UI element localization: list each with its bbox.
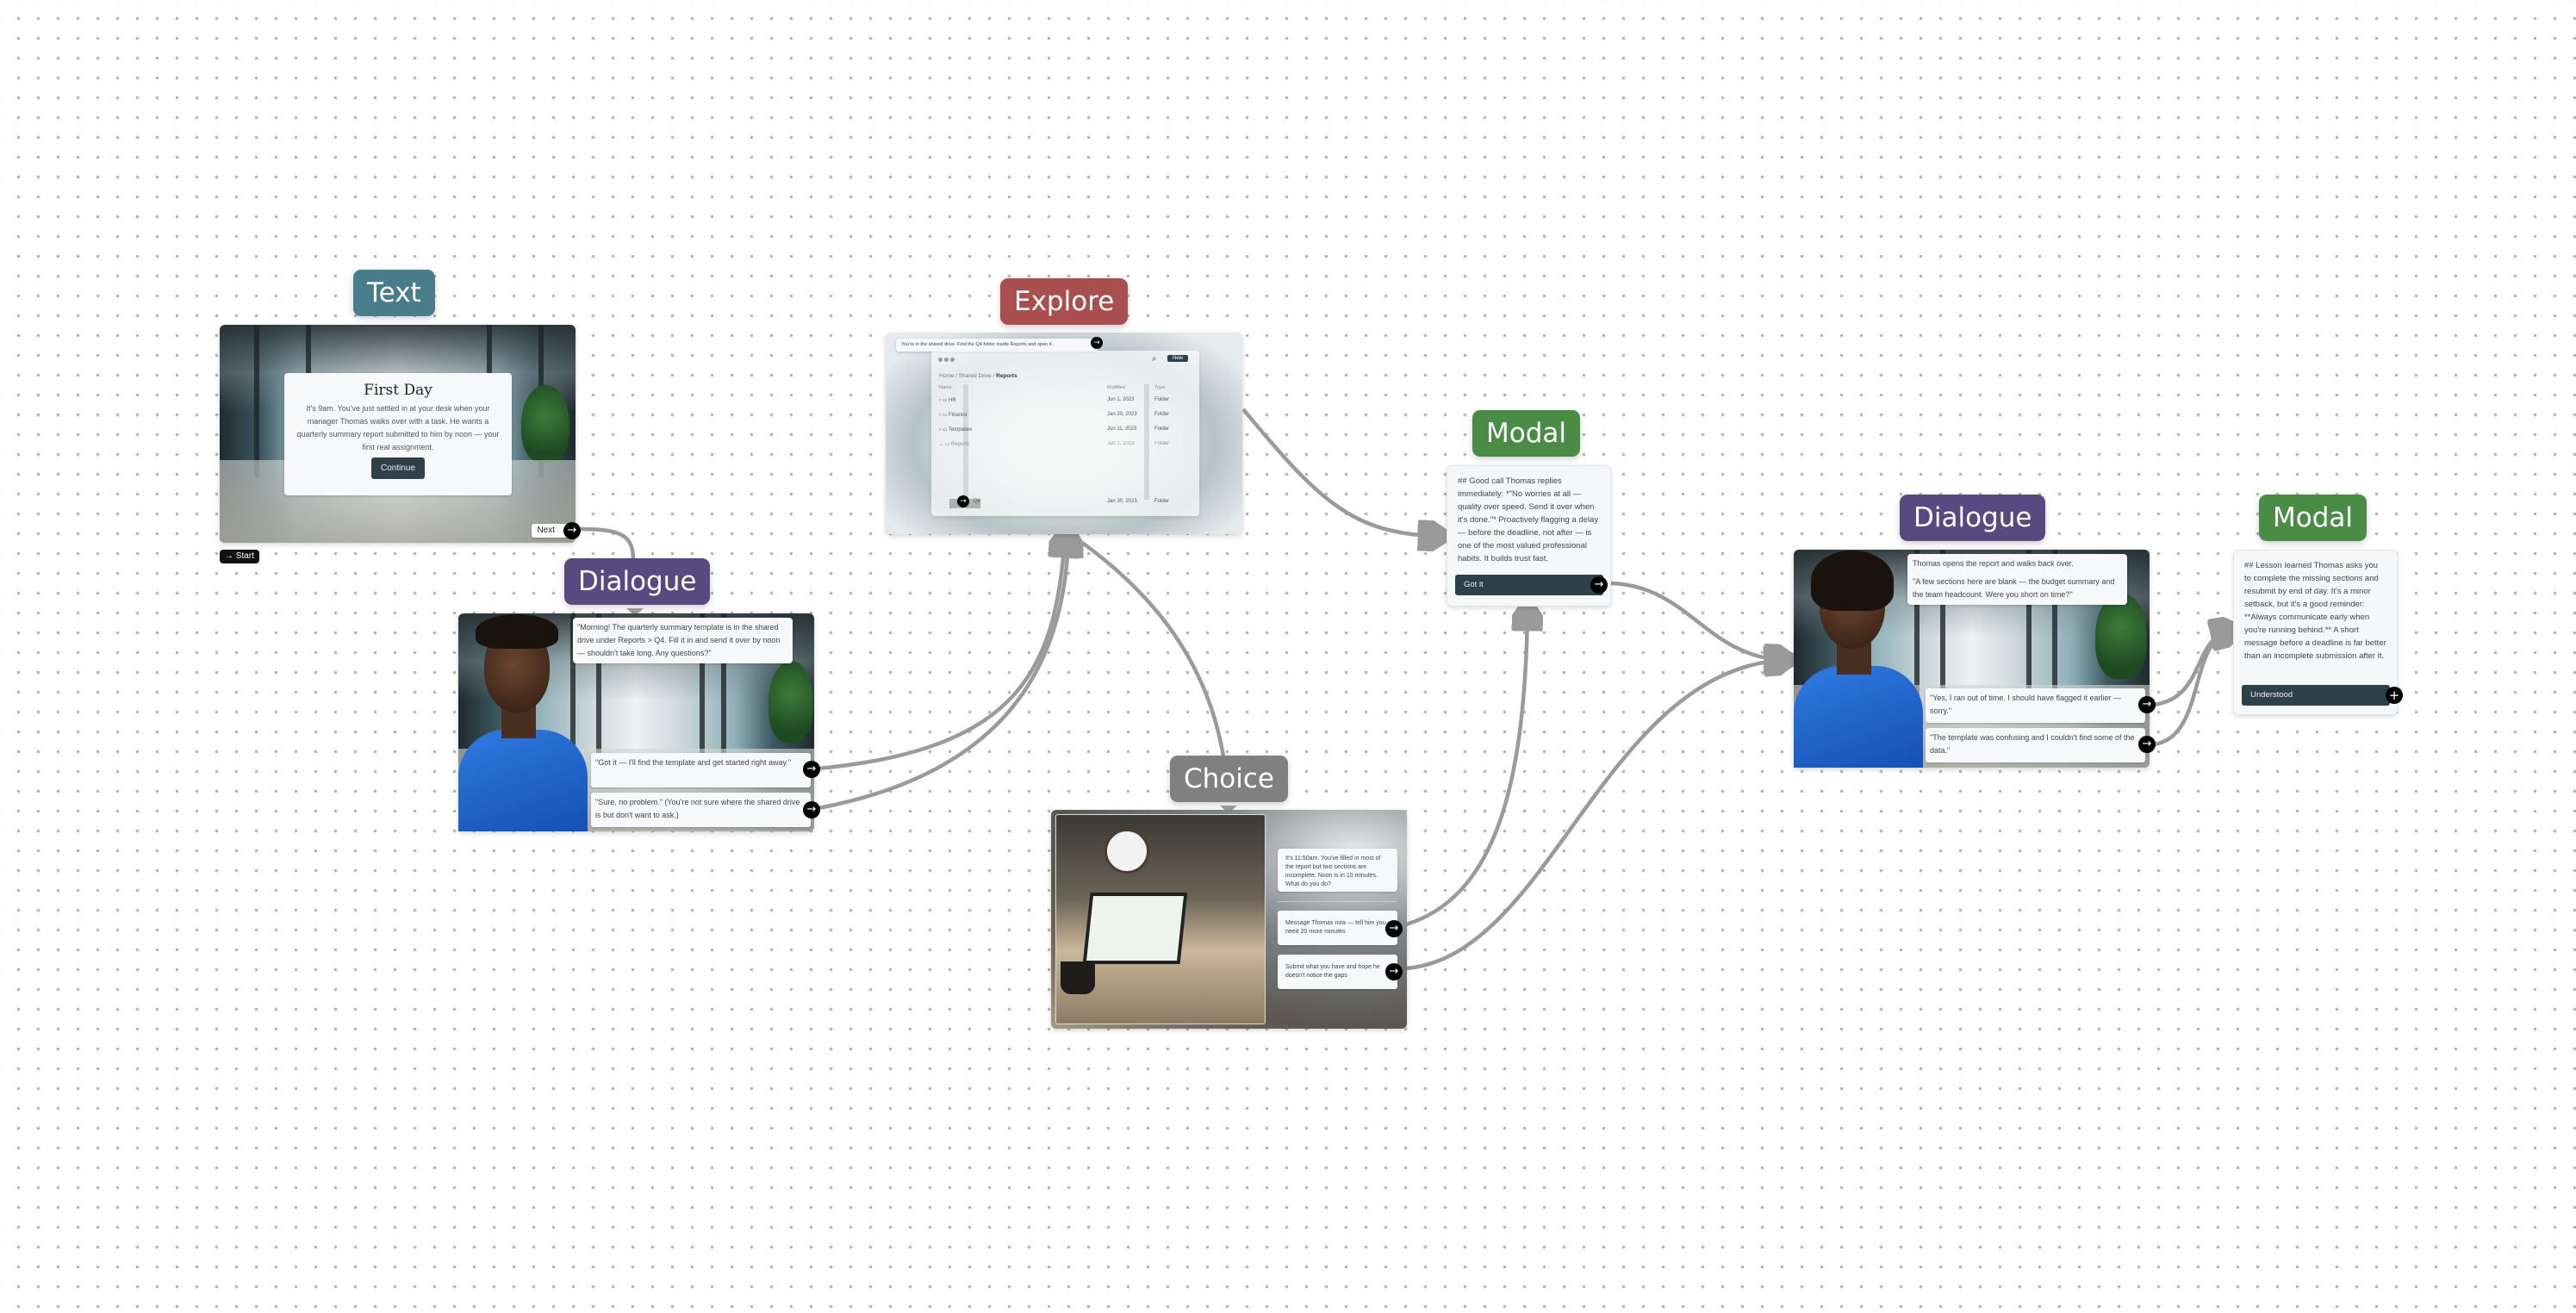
got-it-label: Got it [1464, 580, 1484, 589]
text-node[interactable]: First Day It's 9am. You've just settled … [220, 325, 581, 543]
choice-node[interactable]: It's 11:50am. You've filled in most of t… [1051, 810, 1407, 1029]
edge-dialogue1-opt2-to-explore[interactable] [818, 538, 1068, 811]
breadcrumb-home[interactable]: Home [939, 373, 955, 379]
laptop-desk-image [1055, 814, 1266, 1024]
text-card-body: It's 9am. You've just settled in at your… [296, 404, 500, 451]
breadcrumb-shared-drive[interactable]: Shared Drive [958, 373, 992, 379]
dialogue-option-1[interactable]: "Got it — I'll find the template and get… [591, 753, 811, 787]
node-type-label-modal[interactable]: Modal [1472, 410, 1580, 457]
modal-body: ## Good call Thomas replies immediately:… [1458, 476, 1599, 563]
edge-dialogue2-opt2-to-modal2[interactable] [2153, 632, 2230, 747]
dialogue-line: "Morning! The quarterly summary template… [573, 618, 793, 663]
file-browser-window: ⌕ New Home / Shared Drive / Reports Name… [931, 351, 1199, 516]
node-type-label-dialogue[interactable]: Dialogue [564, 558, 711, 605]
next-arrow-icon[interactable]: → [563, 522, 581, 539]
breadcrumb: Home / Shared Drive / Reports [939, 373, 1017, 379]
continue-button[interactable]: Continue [370, 457, 426, 479]
start-arrow-icon: → [225, 551, 233, 561]
dialogue-node-2[interactable]: Thomas opens the report and walks back o… [1794, 550, 2156, 768]
character-thomas-smiling [458, 609, 588, 831]
start-badge: → Start [220, 550, 259, 563]
search-icon[interactable]: ⌕ [1152, 354, 1157, 364]
hotspot-arrow-icon[interactable]: → [957, 495, 969, 507]
dialogue-line: "A few sections here are blank — the bud… [1913, 577, 2115, 599]
laptop-screen [1082, 893, 1188, 964]
option-arrow-icon[interactable]: → [2138, 736, 2156, 753]
node-type-label-dialogue[interactable]: Dialogue [1900, 495, 2046, 541]
start-label: Start [235, 551, 254, 561]
choice-option-2[interactable]: Submit what you have and hope he doesn't… [1278, 955, 1397, 989]
node-type-label-explore[interactable]: Explore [1000, 278, 1129, 325]
dialogue-option-1[interactable]: "Yes, I ran out of time. I should have f… [1926, 688, 2145, 723]
option-arrow-icon[interactable]: → [803, 801, 820, 818]
got-it-button[interactable]: Got it [1455, 575, 1603, 595]
node-handle [1220, 806, 1237, 813]
dialogue-narration: Thomas opens the report and walks back o… [1913, 559, 2074, 568]
dialogue-option-2[interactable]: "Sure, no problem." (You're not sure whe… [591, 793, 811, 827]
edge-explore-to-modal1[interactable] [1241, 408, 1437, 536]
edge-text-to-dialogue1[interactable] [576, 526, 636, 561]
node-type-label-modal[interactable]: Modal [2259, 495, 2367, 541]
option-arrow-icon[interactable]: → [1385, 920, 1403, 937]
text-card-title: First Day [364, 382, 432, 399]
next-label: Next [537, 526, 555, 535]
understood-label: Understood [2250, 690, 2293, 700]
modal-node-1[interactable]: ## Good call Thomas replies immediately:… [1447, 465, 1611, 607]
modal-node-2[interactable]: ## Lesson learned Thomas asks you to com… [2233, 550, 2403, 715]
character-thomas-concerned [1794, 545, 1923, 768]
edge-choice-opt1-to-modal1[interactable] [1405, 612, 1528, 927]
new-button[interactable]: New [1167, 355, 1189, 362]
option-arrow-icon[interactable]: → [1385, 963, 1403, 980]
dialogue-narration-and-line: Thomas opens the report and walks back o… [1907, 554, 2127, 605]
choice-option-1[interactable]: Message Thomas now — tell him you need 2… [1278, 911, 1397, 945]
text-card: First Day It's 9am. You've just settled … [284, 373, 512, 495]
explore-instruction: You're in the shared drive. Find the Q4 … [896, 339, 1098, 352]
choice-prompt: It's 11:50am. You've filled in most of t… [1278, 849, 1397, 892]
option-arrow-icon[interactable]: → [2138, 696, 2156, 713]
modal-body: ## Lesson learned Thomas asks you to com… [2244, 561, 2386, 661]
edge-dialogue1-opt1-to-explore[interactable] [818, 538, 1065, 771]
dialogue-option-2[interactable]: "The template was confusing and I couldn… [1926, 728, 2145, 762]
node-type-label-text[interactable]: Text [353, 270, 435, 316]
edge-dialogue2-opt1-to-modal2[interactable] [2153, 632, 2230, 707]
add-connection-plus-icon[interactable]: + [2386, 687, 2403, 704]
column-headers: Name Modified Type [939, 385, 1165, 390]
explore-node[interactable]: You're in the shared drive. Find the Q4 … [886, 333, 1242, 534]
got-it-arrow-icon[interactable]: → [1590, 576, 1608, 594]
breadcrumb-reports: Reports [996, 373, 1017, 379]
understood-button[interactable]: Understood [2242, 685, 2390, 706]
divider [1278, 901, 1397, 902]
option-arrow-icon[interactable]: → [803, 761, 820, 778]
instruction-arrow-icon[interactable]: → [1091, 337, 1103, 349]
node-handle [626, 608, 644, 616]
window-dots [938, 358, 955, 364]
edge-modal1-to-dialogue2[interactable] [1610, 581, 1783, 660]
edge-explore-to-choice[interactable] [1068, 532, 1226, 757]
clock-icon [1104, 829, 1149, 874]
dialogue-node-1[interactable]: "Morning! The quarterly summary template… [458, 613, 820, 831]
edge-choice-opt2-to-dialogue2[interactable] [1405, 660, 1783, 971]
node-type-label-choice[interactable]: Choice [1170, 756, 1288, 802]
coffee-mug [1061, 961, 1095, 994]
